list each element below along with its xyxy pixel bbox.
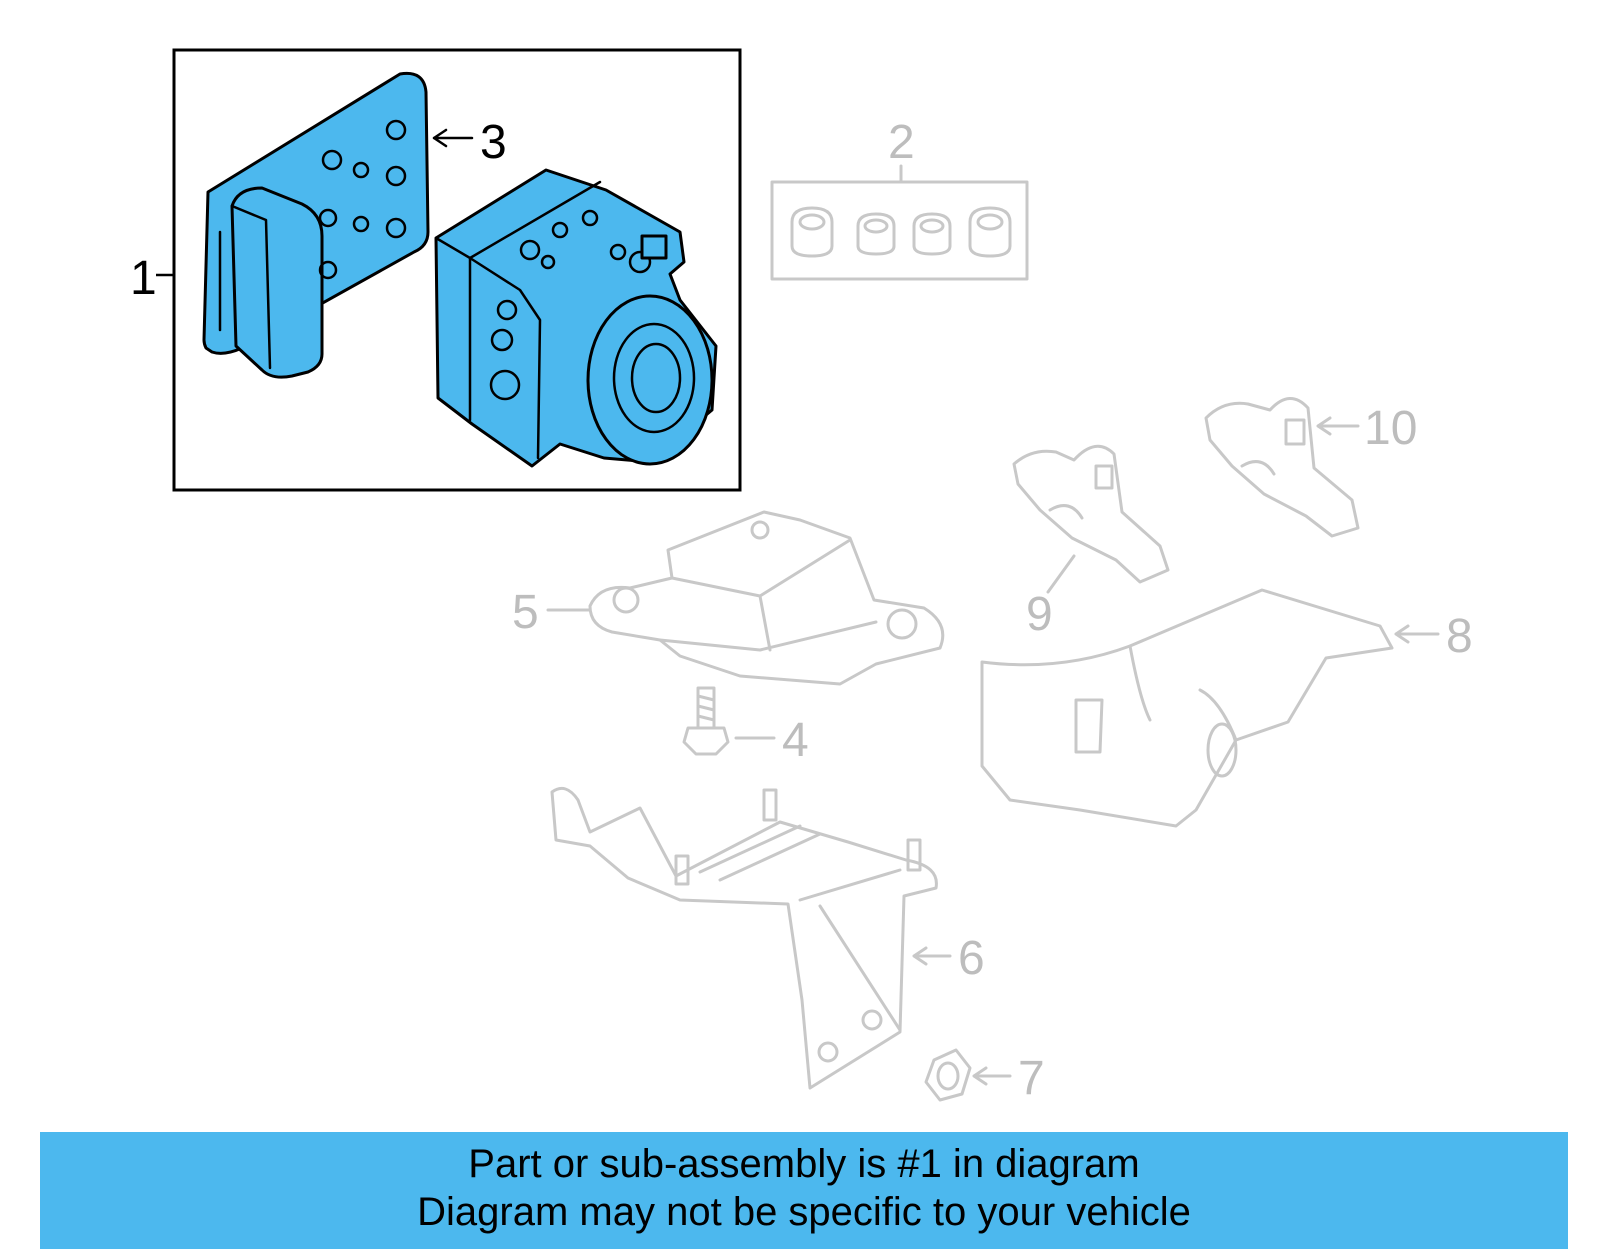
callout-7[interactable]: 7	[1018, 1052, 1045, 1105]
nut-part-7[interactable]	[924, 1048, 972, 1102]
callout-leader-6	[912, 946, 952, 966]
assembly-frame	[172, 48, 742, 492]
callout-6[interactable]: 6	[958, 932, 985, 985]
bracket-part-5[interactable]	[588, 510, 945, 686]
sensor-part-9[interactable]	[1012, 444, 1170, 584]
callout-5[interactable]: 5	[512, 586, 539, 639]
callout-leader-10	[1316, 416, 1360, 436]
hydraulic-unit[interactable]	[434, 168, 718, 468]
mounting-bracket-part-6[interactable]	[550, 786, 938, 1090]
sensor-part-10[interactable]	[1204, 397, 1360, 538]
mount-part-8[interactable]	[980, 588, 1394, 828]
callout-leader-7	[972, 1066, 1012, 1086]
callout-2[interactable]: 2	[888, 116, 915, 169]
callout-9[interactable]: 9	[1026, 588, 1053, 641]
callout-leader-8	[1394, 624, 1440, 644]
bolt-part-4[interactable]	[682, 686, 730, 756]
banner-line-2: Diagram may not be specific to your vehi…	[417, 1190, 1191, 1234]
info-banner: Part or sub-assembly is #1 in diagram Di…	[40, 1132, 1568, 1249]
callout-4[interactable]: 4	[782, 714, 809, 767]
callout-1[interactable]: 1	[130, 252, 157, 305]
control-module-part-3[interactable]	[202, 71, 430, 379]
banner-line-1: Part or sub-assembly is #1 in diagram	[468, 1142, 1140, 1186]
callout-8[interactable]: 8	[1446, 610, 1473, 663]
callout-leader-9	[1046, 554, 1076, 594]
callout-10[interactable]: 10	[1364, 402, 1417, 455]
grommets-part-2[interactable]	[790, 206, 1012, 258]
grommet-set-box	[770, 180, 1029, 281]
callout-leader-3	[432, 128, 474, 148]
callout-3[interactable]: 3	[480, 116, 507, 169]
